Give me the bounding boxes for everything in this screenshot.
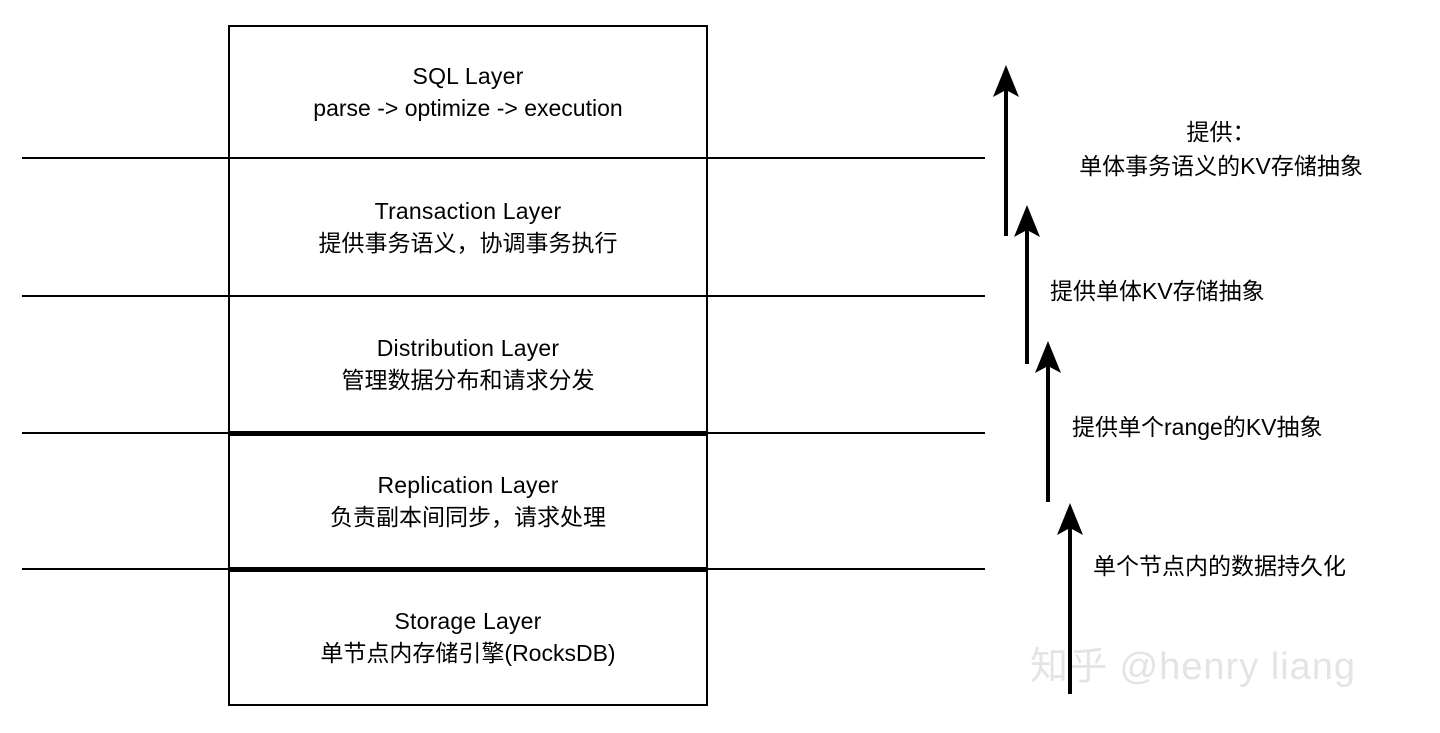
annotation-transaction-kv-line2: 单体事务语义的KV存储抽象: [1079, 153, 1363, 179]
layer-sql-title: SQL Layer: [412, 62, 524, 89]
box-divider-replication-storage: [228, 567, 708, 572]
annotation-range-kv: 提供单个range的KV抽象: [1072, 410, 1323, 444]
annotation-transaction-kv: 提供： 单体事务语义的KV存储抽象: [1031, 115, 1411, 183]
annotation-transaction-kv-line1: 提供：: [1186, 119, 1256, 145]
architecture-stack-box: SQL Layer parse -> optimize -> execution…: [228, 25, 708, 706]
layer-transaction-title: Transaction Layer: [374, 197, 562, 224]
annotation-range-kv-line1: 提供单个range的KV抽象: [1072, 414, 1323, 440]
layer-storage-desc: 单节点内存储引擎(RocksDB): [320, 639, 616, 666]
layer-replication-title: Replication Layer: [377, 471, 559, 498]
layer-replication-desc: 负责副本间同步，请求处理: [330, 503, 606, 530]
separator-line-sql-transaction: [22, 157, 985, 159]
layer-transaction-desc: 提供事务语义，协调事务执行: [318, 229, 618, 256]
arrow-up-3: [1035, 341, 1061, 502]
layer-sql-desc: parse -> optimize -> execution: [313, 94, 623, 121]
layer-distribution[interactable]: Distribution Layer 管理数据分布和请求分发: [230, 297, 706, 432]
arrow-up-4: [1057, 503, 1083, 694]
layer-replication[interactable]: Replication Layer 负责副本间同步，请求处理: [230, 434, 706, 568]
layer-storage[interactable]: Storage Layer 单节点内存储引擎(RocksDB): [230, 570, 706, 704]
layer-distribution-title: Distribution Layer: [376, 335, 560, 361]
layer-transaction[interactable]: Transaction Layer 提供事务语义，协调事务执行: [230, 159, 706, 295]
separator-line-transaction-distribution: [22, 295, 985, 297]
arrow-up-1: [993, 65, 1019, 236]
layer-distribution-desc: 管理数据分布和请求分发: [341, 367, 595, 393]
annotation-node-durability: 单个节点内的数据持久化: [1093, 549, 1346, 583]
arrow-up-2: [1014, 205, 1040, 364]
layer-sql[interactable]: SQL Layer parse -> optimize -> execution: [230, 27, 706, 157]
annotation-single-kv: 提供单体KV存储抽象: [1050, 274, 1265, 308]
layer-storage-title: Storage Layer: [394, 607, 542, 634]
annotation-node-durability-line1: 单个节点内的数据持久化: [1093, 553, 1346, 579]
annotation-single-kv-line1: 提供单体KV存储抽象: [1050, 278, 1265, 304]
watermark-zhihu: 知乎 @henry liang: [1030, 646, 1357, 688]
box-divider-distribution-replication: [228, 431, 708, 436]
